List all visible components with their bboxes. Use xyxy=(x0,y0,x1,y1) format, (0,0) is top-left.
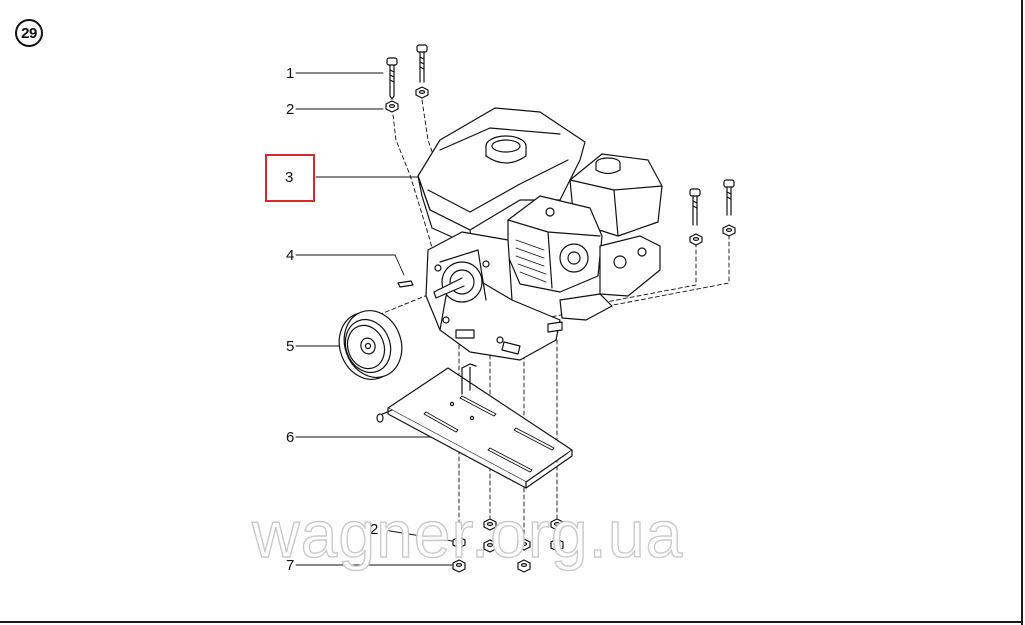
callout-2-bottom: 2 xyxy=(370,521,379,538)
washers-top xyxy=(385,86,429,113)
shaft-key xyxy=(397,280,414,288)
leader-lines xyxy=(295,72,459,566)
engine xyxy=(417,107,663,361)
pulley xyxy=(338,310,403,380)
callout-3: 3 xyxy=(285,169,294,186)
page-number-badge: 29 xyxy=(15,19,43,47)
frame-border-right xyxy=(1021,0,1023,625)
callout-4: 4 xyxy=(286,247,295,264)
bolts-right xyxy=(689,179,736,246)
nuts-bottom xyxy=(452,518,564,573)
bolt-left xyxy=(386,57,398,100)
callout-1: 1 xyxy=(286,65,295,82)
frame-border-bottom xyxy=(0,621,1023,623)
base-plate xyxy=(376,363,573,489)
callout-5: 5 xyxy=(286,338,295,355)
highlight-box-callout-3 xyxy=(265,154,315,202)
callout-7: 7 xyxy=(286,557,295,574)
callout-2-top: 2 xyxy=(286,101,295,118)
bolt-right xyxy=(416,44,428,83)
callout-6: 6 xyxy=(286,429,295,446)
